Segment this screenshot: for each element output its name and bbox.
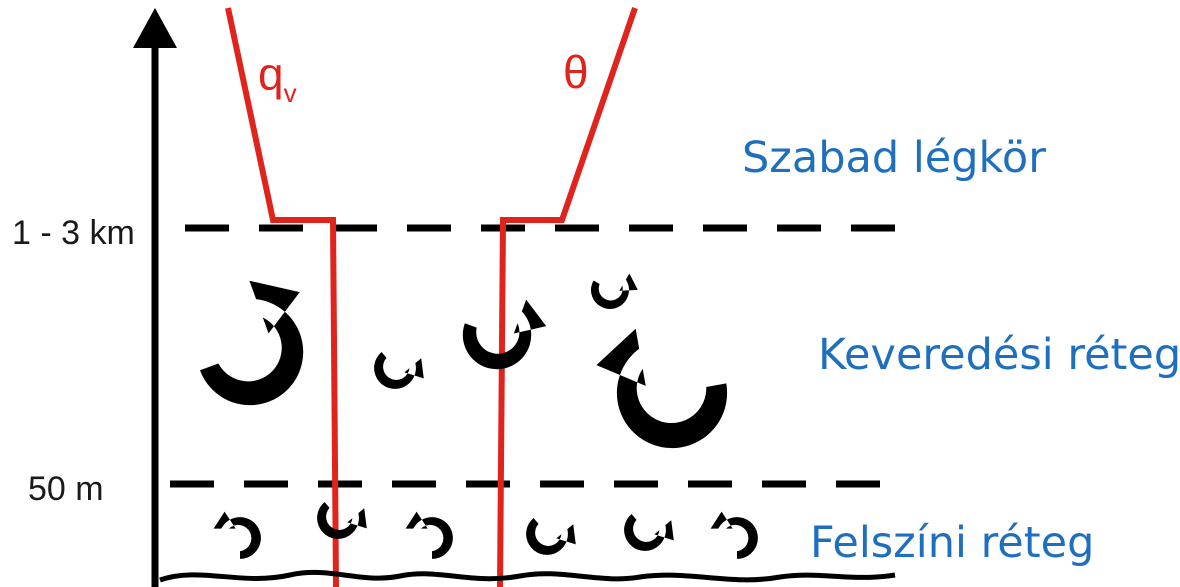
eddies-mixed-layer <box>177 259 736 460</box>
eddy-icon <box>308 485 376 552</box>
eddy-icon <box>584 259 643 319</box>
theta-label: θ <box>563 46 589 98</box>
surface-layer-label: Felszíni réteg <box>810 518 1094 568</box>
mixed-layer-label: Keveredési réteg <box>818 330 1180 380</box>
moisture-label: qv <box>258 48 297 108</box>
free-atmosphere-label: Szabad légkör <box>742 133 1046 183</box>
eddy-icon <box>365 335 433 402</box>
axis-arrow-icon <box>133 8 177 48</box>
altitude-label-bottom: 50 m <box>28 470 104 508</box>
eddy-icon <box>615 497 683 564</box>
ground-line <box>159 569 896 583</box>
eddy-icon <box>177 265 332 421</box>
eddy-icon <box>710 511 758 559</box>
altitude-axis <box>133 8 177 587</box>
eddy-icon <box>213 511 261 559</box>
eddies-surface-layer <box>213 485 758 568</box>
moisture-profile-line <box>225 7 339 587</box>
theta-profile-line <box>497 7 638 587</box>
eddy-icon <box>405 511 453 559</box>
eddy-icon <box>591 314 736 460</box>
eddy-icon <box>517 501 585 568</box>
altitude-label-top: 1 - 3 km <box>12 214 135 252</box>
